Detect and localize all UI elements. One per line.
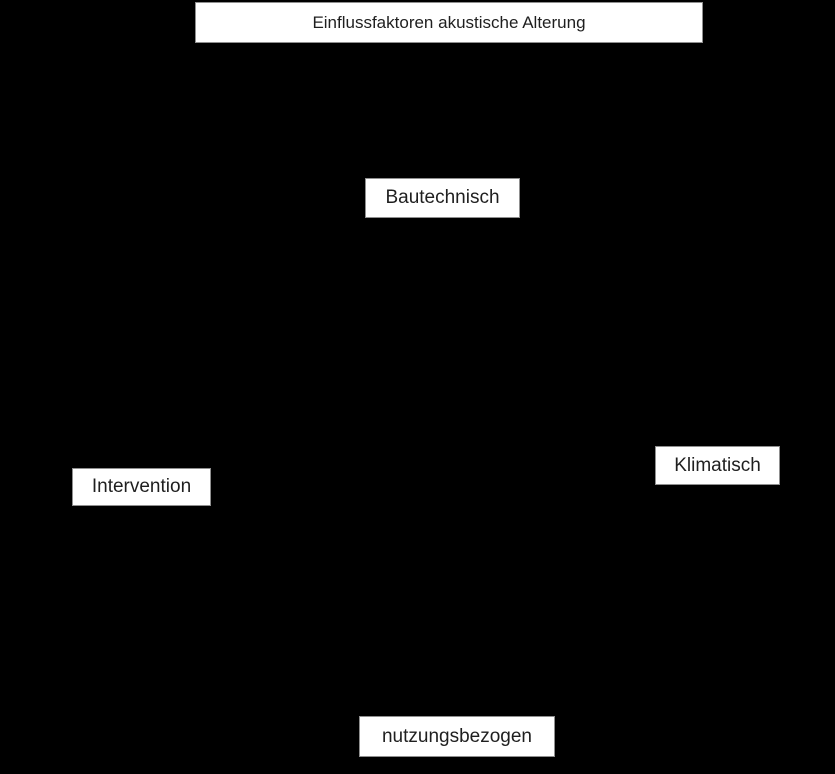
diagram-title: Einflussfaktoren akustische Alterung [312, 12, 586, 32]
factor-label-nutzungsbezogen: nutzungsbezogen [381, 725, 532, 747]
factor-label-intervention: Intervention [91, 476, 192, 497]
factor-label-bautechnisch: Bautechnisch [385, 187, 500, 208]
factor-label-klimatisch: Klimatisch [674, 454, 761, 476]
factor-box-nutzungsbezogen: nutzungsbezogen [359, 716, 555, 757]
factor-box-klimatisch: Klimatisch [655, 446, 780, 485]
factor-box-intervention: Intervention [72, 468, 211, 506]
diagram-title-box: Einflussfaktoren akustische Alterung [195, 2, 703, 43]
factor-box-bautechnisch: Bautechnisch [365, 178, 520, 218]
